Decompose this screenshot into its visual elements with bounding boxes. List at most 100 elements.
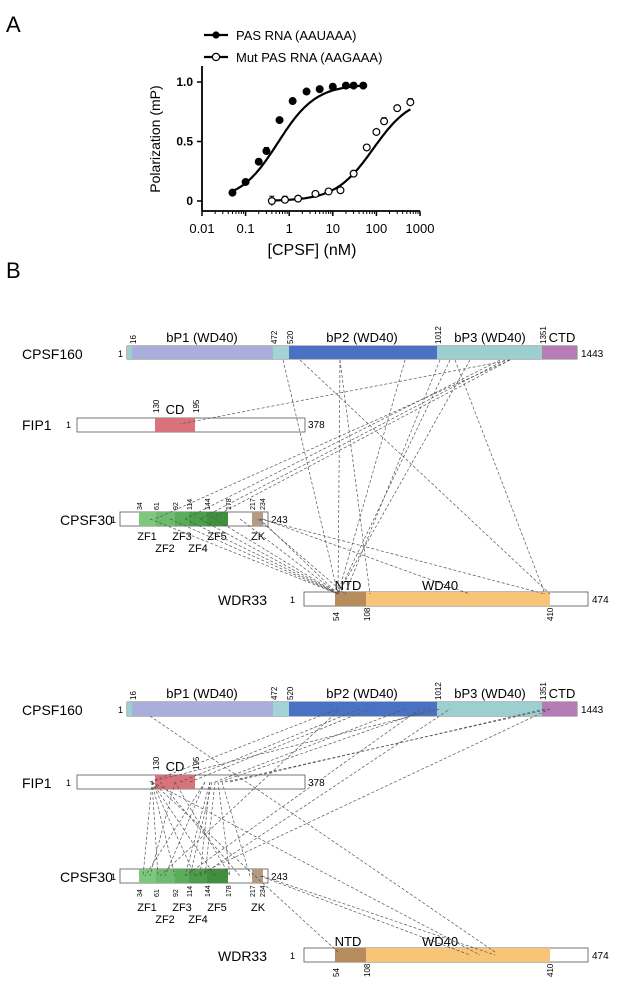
cpsf160-pos-472: 472	[270, 330, 279, 344]
cpsf160-domain-bp2-label: bP2 (WD40)	[326, 330, 398, 345]
cpsf160-domain-bp2-label-2: bP2 (WD40)	[326, 686, 398, 701]
cpsf30-pos-234: 234	[260, 498, 267, 510]
cpsf30-label-zf5-2: ZF5	[207, 902, 227, 914]
cpsf160-pos-1012: 1012	[434, 326, 443, 344]
panel-b-label: B	[6, 258, 21, 283]
cpsf30-label-zf3: ZF3	[172, 531, 192, 543]
data-point-series-2	[280, 195, 289, 204]
cpsf30-domain-zf4	[189, 512, 207, 526]
cpsf160-domain-bp1-label: bP1 (WD40)	[166, 330, 238, 345]
fip1-end: 378	[308, 420, 325, 431]
fip1-domain-cd	[155, 418, 195, 432]
cpsf160-linker	[273, 346, 289, 359]
cpsf30-label-zk: ZK	[251, 531, 266, 543]
fip1-name: FIP1	[22, 417, 52, 433]
cpsf160-domain-bp2-2	[289, 702, 437, 716]
crosslinks-2	[142, 708, 551, 956]
data-point-series-1	[341, 81, 350, 90]
cpsf160-domain-bp3-2	[437, 702, 542, 716]
cpsf160-domain-ctd-label-2: CTD	[549, 686, 576, 701]
legend-label-mut: Mut PAS RNA (AAGAAA)	[236, 50, 382, 65]
wdr33-pos-108: 108	[363, 607, 372, 621]
wdr33-pos-108-2: 108	[363, 963, 372, 977]
crosslinks-1	[149, 359, 551, 595]
legend: PAS RNA (AAUAAA) Mut PAS RNA (AAGAAA)	[204, 28, 382, 65]
cpsf30-pos-114: 114	[187, 499, 194, 510]
data-point-series-2	[393, 104, 402, 113]
cpsf160-n-segment	[127, 346, 132, 359]
data-point-series-2	[372, 127, 381, 136]
y-tick-label: 1.0	[176, 75, 193, 89]
cpsf30-label-zk-2: ZK	[251, 902, 266, 914]
data-point-series-1	[315, 85, 324, 94]
cpsf30-pos-144: 144	[205, 498, 212, 510]
data-point-series-2	[267, 197, 276, 206]
fip1-start: 1	[66, 420, 71, 430]
cpsf30-label-zf4: ZF4	[188, 543, 208, 555]
data-point-series-2	[362, 143, 371, 152]
cpsf160-domain-ctd	[542, 346, 577, 359]
wdr33-pos-54: 54	[332, 612, 341, 621]
cpsf30-pos-34-2: 34	[137, 889, 144, 897]
legend-marker-pas	[212, 31, 220, 39]
cpsf160-linker-2	[273, 702, 289, 716]
legend-label-pas: PAS RNA (AAUAAA)	[236, 28, 356, 43]
wdr33-name-2: WDR33	[218, 948, 267, 964]
cpsf160-end: 1443	[581, 349, 604, 360]
wdr33-domain-wd40	[366, 592, 550, 606]
data-point-series-1	[288, 97, 297, 106]
data-point-series-2	[311, 189, 320, 198]
cpsf30-domain-zf3-2	[175, 869, 189, 883]
data-point-series-2	[336, 186, 345, 195]
cpsf160-pos-16-2: 16	[129, 691, 138, 700]
cpsf30-label-zf3-2: ZF3	[172, 902, 192, 914]
cpsf160-pos-16: 16	[129, 335, 138, 344]
cpsf30-pos-217-2: 217	[250, 885, 257, 897]
fip1-end-2: 378	[308, 778, 325, 789]
legend-marker-mut	[211, 52, 221, 62]
y-tick-label: 0	[186, 194, 193, 208]
fip1-domain-cd-label: CD	[166, 402, 185, 417]
cpsf30-label-zf5: ZF5	[207, 531, 227, 543]
fip1-pos-195: 195	[192, 399, 201, 413]
x-tick-label: 0.1	[237, 221, 255, 236]
wdr33-domain-ntd-2	[335, 948, 366, 962]
x-tick-label: 1000	[406, 221, 435, 236]
cpsf30-pos-92: 92	[173, 502, 180, 510]
wdr33-domain-wd40-label: WD40	[422, 578, 458, 593]
fip1-name-2: FIP1	[22, 775, 52, 791]
data-point-series-1	[359, 81, 368, 90]
data-point-series-2	[349, 169, 358, 178]
cpsf30-pos-217: 217	[250, 498, 257, 510]
data-point-series-1	[349, 81, 358, 90]
wdr33-end-2: 474	[592, 951, 609, 962]
cpsf160-domain-bp3-label: bP3 (WD40)	[454, 330, 526, 345]
cpsf160-name-2: CPSF160	[22, 702, 83, 718]
wdr33-name: WDR33	[218, 592, 267, 608]
data-point-series-1	[328, 82, 337, 91]
cpsf30-label-zf4-2: ZF4	[188, 914, 208, 926]
fip1-domain-cd-label-2: CD	[166, 759, 185, 774]
cpsf30-pos-61-2: 61	[154, 889, 161, 897]
cpsf160-pos-1351: 1351	[539, 326, 548, 344]
cpsf30-label-zf1-2: ZF1	[137, 902, 157, 914]
wdr33-pos-410-2: 410	[546, 963, 555, 977]
cpsf30-pos-144-2: 144	[205, 885, 212, 897]
cpsf30-start: 1	[111, 515, 116, 525]
cpsf30-label-zf2: ZF2	[155, 543, 175, 555]
cpsf160-domain-ctd-label: CTD	[549, 330, 576, 345]
x-tick-label: 10	[326, 221, 340, 236]
cpsf30-domain-zf1-2	[139, 869, 156, 883]
crosslink-diagram-1: CPSF160 1 bP1 (WD40) bP2 (WD40) bP3 (WD4…	[22, 326, 609, 621]
cpsf160-end-2: 1443	[581, 705, 604, 716]
cpsf30-pos-234-2: 234	[260, 885, 267, 897]
fip1-pos-195-2: 195	[192, 756, 201, 770]
x-tick-label: 0.01	[189, 221, 214, 236]
cpsf30-domain-zf2	[156, 512, 175, 526]
cpsf160-name: CPSF160	[22, 346, 83, 362]
cpsf30-end-2: 243	[271, 872, 288, 883]
panel-a-label: A	[6, 12, 21, 37]
cpsf30-label-zf2-2: ZF2	[155, 914, 175, 926]
